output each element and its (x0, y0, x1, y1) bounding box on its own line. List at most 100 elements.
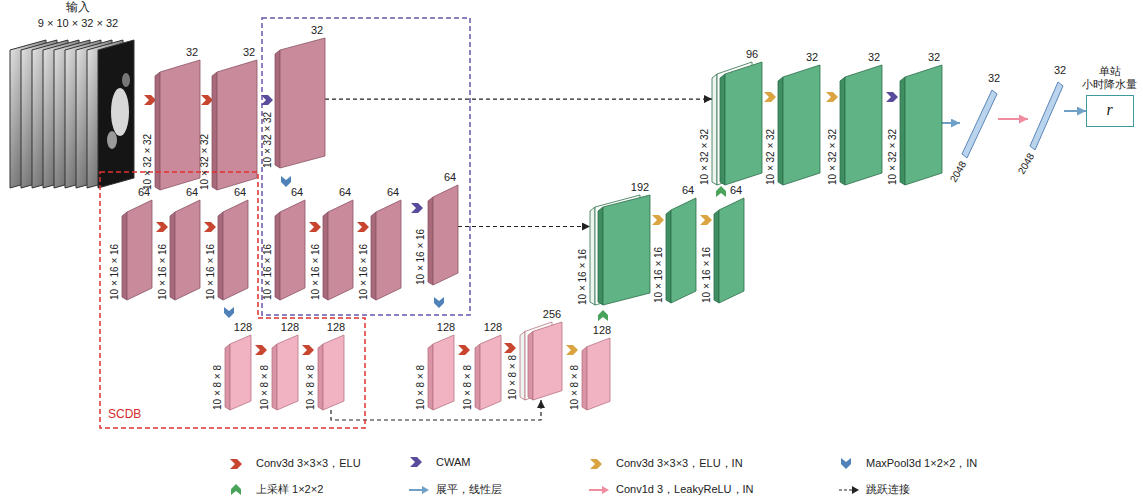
feature-map: 3210 × 32 × 32 (275, 38, 325, 168)
decoder-feature-map: 3210 × 32 × 32 (778, 65, 820, 185)
node-shape (475, 335, 501, 410)
node-shape (590, 195, 650, 305)
conv-in-symbol (764, 92, 776, 102)
node-shape (318, 335, 344, 410)
radar-echo (122, 73, 130, 87)
legend-sample (588, 458, 610, 470)
conv-symbol (156, 222, 168, 232)
conv-symbol (504, 343, 516, 353)
channel-count: 64 (387, 186, 399, 199)
slab-face (328, 200, 353, 300)
slab-face (175, 200, 200, 300)
legend-text: 跳跃连接 (866, 482, 910, 497)
legend-text: CWAM (436, 456, 470, 468)
slab-edge (582, 347, 587, 410)
legend-symbol (590, 459, 602, 469)
legend-text: 上采样 1×2×2 (256, 482, 323, 497)
node-shape (275, 38, 325, 168)
feature-map: 6410 × 16 × 16 (275, 200, 305, 300)
slab-face (719, 198, 744, 303)
slab-edge (714, 210, 719, 303)
cwam-symbol (411, 203, 423, 213)
legend-arrowhead (852, 486, 859, 494)
tensor-shape: 10 × 8 × 8 (569, 365, 581, 410)
legend-item: 跳跃连接 (838, 482, 910, 497)
channel-count: 128 (484, 321, 502, 334)
conv-symbol (255, 345, 267, 355)
channel-count: 32 (806, 51, 818, 64)
channel-count: 128 (437, 321, 455, 334)
channel-count: 256 (543, 308, 561, 321)
flatten-vector: 322048 (960, 88, 998, 158)
upsample-symbol (598, 310, 608, 321)
legend-text: 展平，线性层 (436, 482, 502, 497)
channel-count: 32 (868, 51, 880, 64)
feature-map: 12810 × 8 × 8 (318, 335, 344, 410)
conv-in-symbol (652, 215, 664, 225)
slab-edge (371, 212, 376, 300)
slab-face (433, 185, 458, 285)
channel-count: 32 (311, 24, 323, 37)
legend-line (589, 489, 603, 491)
node-shape (275, 200, 305, 300)
tensor-shape: 10 × 16 × 16 (653, 247, 665, 303)
channel-count: 96 (746, 48, 758, 61)
slab-edge (323, 212, 328, 300)
channel-count: 64 (234, 186, 246, 199)
decoder-feature-map: 6410 × 16 × 16 (714, 198, 744, 303)
slab-face (783, 65, 820, 185)
node-shape (520, 322, 562, 400)
channel-count: 192 (631, 181, 649, 194)
tensor-shape: 10 × 16 × 16 (577, 249, 589, 305)
slab-edge (598, 207, 603, 305)
slab-face (280, 200, 305, 300)
conv-symbol (201, 95, 213, 105)
flatten-vector: 322048 (1028, 80, 1064, 150)
slab-face (905, 65, 942, 185)
node-shape (960, 88, 998, 158)
channel-count: 64 (730, 184, 742, 197)
slab-face (323, 335, 344, 410)
feature-map: 6410 × 16 × 16 (323, 200, 353, 300)
tensor-shape: 10 × 32 × 32 (699, 129, 711, 185)
slab-face (127, 200, 152, 300)
legend-item: CWAM (408, 456, 470, 468)
skip-connection (325, 98, 712, 99)
conv-symbol (357, 222, 369, 232)
feature-map: 3210 × 32 × 32 (155, 60, 200, 190)
feature-map: 12810 × 8 × 8 (272, 335, 298, 410)
slab-edge (900, 77, 905, 185)
legend-symbol (230, 459, 242, 469)
legend-item: 上采样 1×2×2 (228, 482, 323, 497)
channel-count: 128 (281, 321, 299, 334)
conv-symbol (309, 222, 321, 232)
slab-edge (170, 212, 175, 300)
decoder-feature-map: 3210 × 32 × 32 (900, 65, 942, 185)
slab-face (376, 200, 401, 300)
slab-face (230, 335, 251, 410)
node-shape (778, 65, 820, 185)
input-block: 输入9 × 10 × 32 × 32 (8, 38, 148, 193)
node-shape (371, 200, 401, 300)
channel-count: 64 (291, 186, 303, 199)
channel-count: 64 (138, 186, 150, 199)
legend-line (409, 489, 423, 491)
feature-map: 12810 × 8 × 8 (428, 335, 454, 410)
channel-count: 32 (243, 46, 255, 59)
legend-item: 展平，线性层 (408, 482, 502, 497)
legend-sample (588, 484, 610, 496)
channel-count: 32 (928, 51, 940, 64)
output-title: 单站 小时降水量 (1079, 65, 1141, 90)
conv-in-symbol (700, 215, 712, 225)
tensor-shape: 10 × 8 × 8 (305, 365, 317, 410)
slab-edge (712, 74, 717, 185)
legend-text: MaxPool3d 1×2×2，IN (866, 456, 977, 471)
channel-count: 64 (682, 184, 694, 197)
vector-channels: 32 (988, 72, 1000, 85)
concat-feature-map: 25610 × 8 × 8 (520, 322, 562, 400)
slab-face (433, 335, 454, 410)
radar-echo (107, 131, 117, 149)
node-shape (900, 65, 942, 185)
legend-symbol (231, 484, 241, 495)
feature-map: 3210 × 32 × 32 (212, 60, 257, 190)
